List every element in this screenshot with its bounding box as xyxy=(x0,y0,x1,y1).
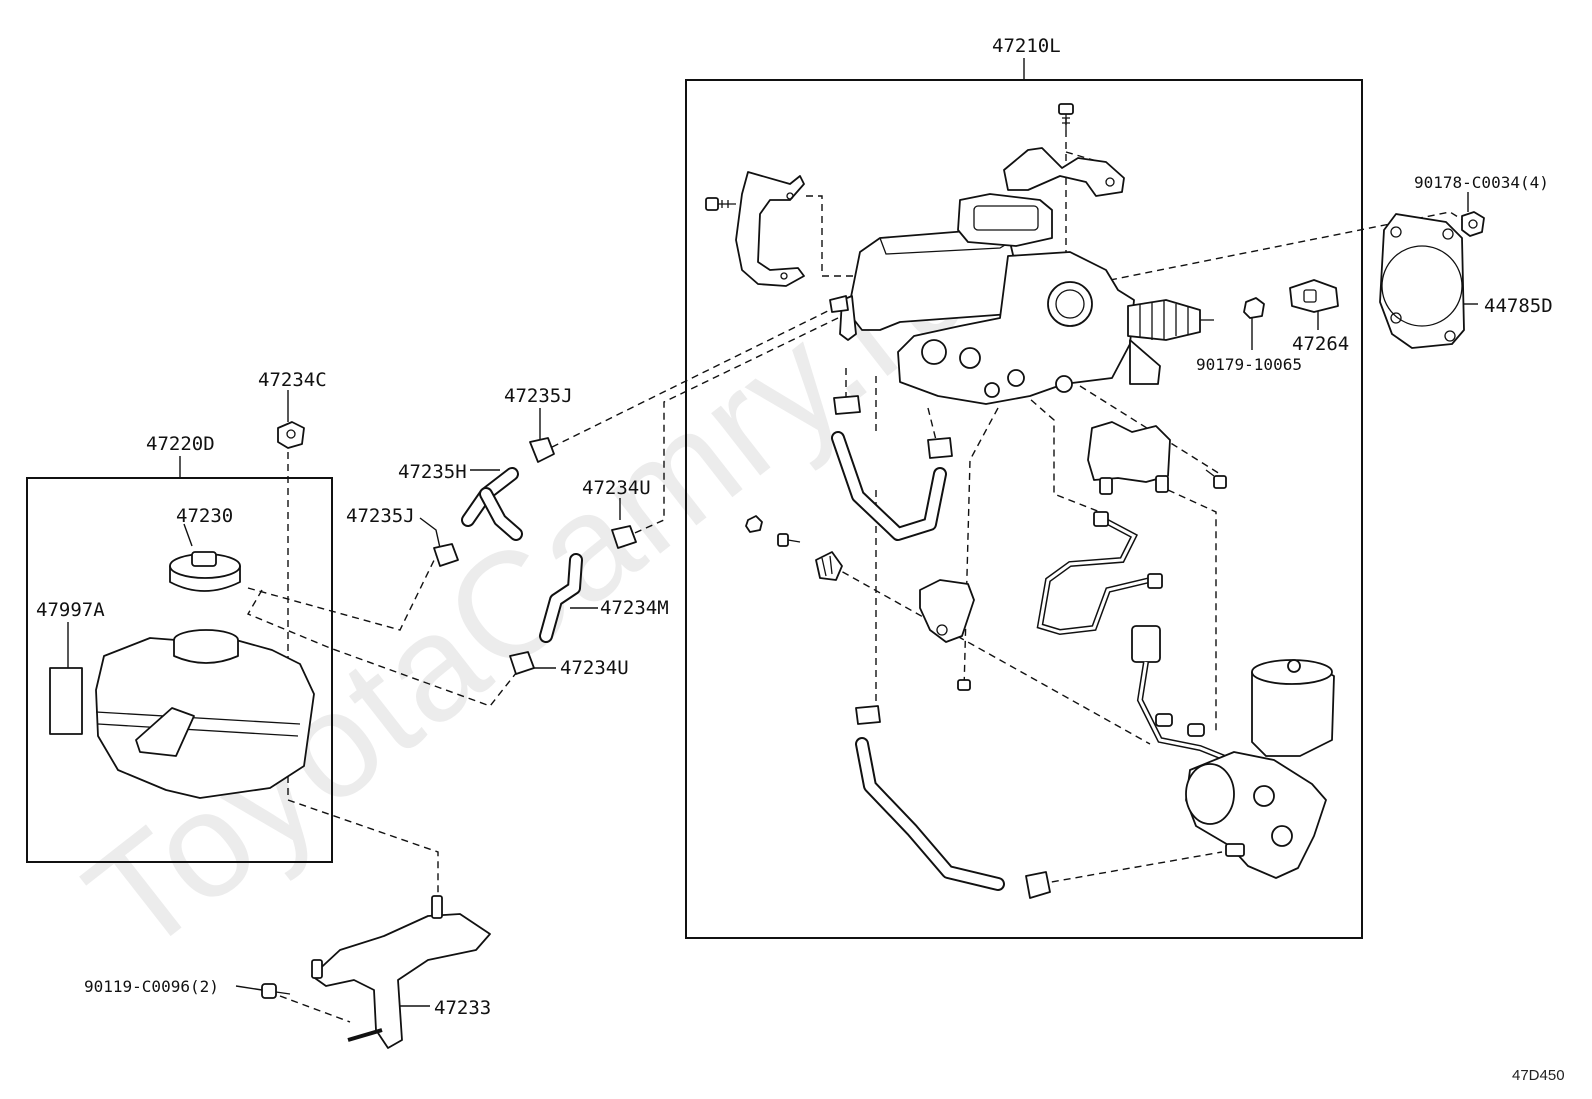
clip-lower-right xyxy=(1025,871,1051,899)
clip-47234C xyxy=(277,421,305,449)
bracket-47233 xyxy=(311,895,491,1049)
clip-upper-left xyxy=(833,395,861,415)
label-90178-C0034: 90178-C0034(4) xyxy=(1414,173,1549,192)
clip-47234U-lower xyxy=(509,651,535,675)
label-47235H: 47235H xyxy=(398,461,467,483)
rubber-grommet xyxy=(815,551,843,581)
mounting-bracket-left xyxy=(735,171,805,287)
clip-47234U-upper xyxy=(611,525,637,549)
pump-motor xyxy=(1185,659,1335,879)
hose-upper xyxy=(831,431,947,541)
hose-47235H xyxy=(461,467,523,541)
motor-bracket xyxy=(919,579,975,643)
clip-47235J-upper xyxy=(529,437,555,463)
label-90119-C0096: 90119-C0096(2) xyxy=(84,977,219,996)
clip-47235J-lower xyxy=(433,543,459,567)
bolt-90119 xyxy=(261,983,291,999)
label-47234U-upper: 47234U xyxy=(582,477,651,499)
reservoir-tank-47220D xyxy=(95,629,315,799)
nut-small xyxy=(745,515,763,533)
dashed-connection-lines xyxy=(246,118,1467,1023)
brake-booster-pump-assembly xyxy=(829,193,1214,405)
gasket-44785D xyxy=(1379,213,1465,349)
bolt-top xyxy=(1058,103,1074,130)
label-47230: 47230 xyxy=(176,505,233,527)
label-44785D: 44785D xyxy=(1484,295,1553,317)
clip-lower-left xyxy=(855,705,881,725)
label-47234C: 47234C xyxy=(258,369,327,391)
label-47235J-upper: 47235J xyxy=(504,385,573,407)
label-47233: 47233 xyxy=(434,997,491,1019)
valve-bracket xyxy=(1087,421,1171,495)
bolt-bottom xyxy=(957,679,971,691)
nut-90178 xyxy=(1461,211,1485,237)
label-47234M: 47234M xyxy=(600,597,669,619)
bolt-small xyxy=(777,533,801,547)
label-90179-10065: 90179-10065 xyxy=(1196,355,1302,374)
part-47264 xyxy=(1289,279,1339,313)
leader-lines xyxy=(67,192,1478,1007)
reservoir-cap-47230 xyxy=(169,551,241,592)
label-47264: 47264 xyxy=(1292,333,1349,355)
mounting-bracket-top xyxy=(1003,147,1125,197)
wiring-harness xyxy=(1131,625,1232,763)
label-47220D: 47220D xyxy=(146,433,215,455)
label-47210L: 47210L xyxy=(992,35,1061,57)
label-47235J-lower: 47235J xyxy=(346,505,415,527)
hose-47234M xyxy=(539,553,583,643)
label-47997A: 47997A xyxy=(36,599,105,621)
hose-lower xyxy=(855,737,1005,891)
diagram-code: 47D450 xyxy=(1512,1067,1565,1084)
clip-upper-mid xyxy=(927,437,953,459)
brake-pipe xyxy=(1036,511,1163,636)
bolt-right xyxy=(1205,469,1227,489)
label-47234U-lower: 47234U xyxy=(560,657,629,679)
nut-90179 xyxy=(1243,297,1265,319)
bolt-left xyxy=(705,197,736,211)
label-plate-47997A xyxy=(49,667,83,735)
